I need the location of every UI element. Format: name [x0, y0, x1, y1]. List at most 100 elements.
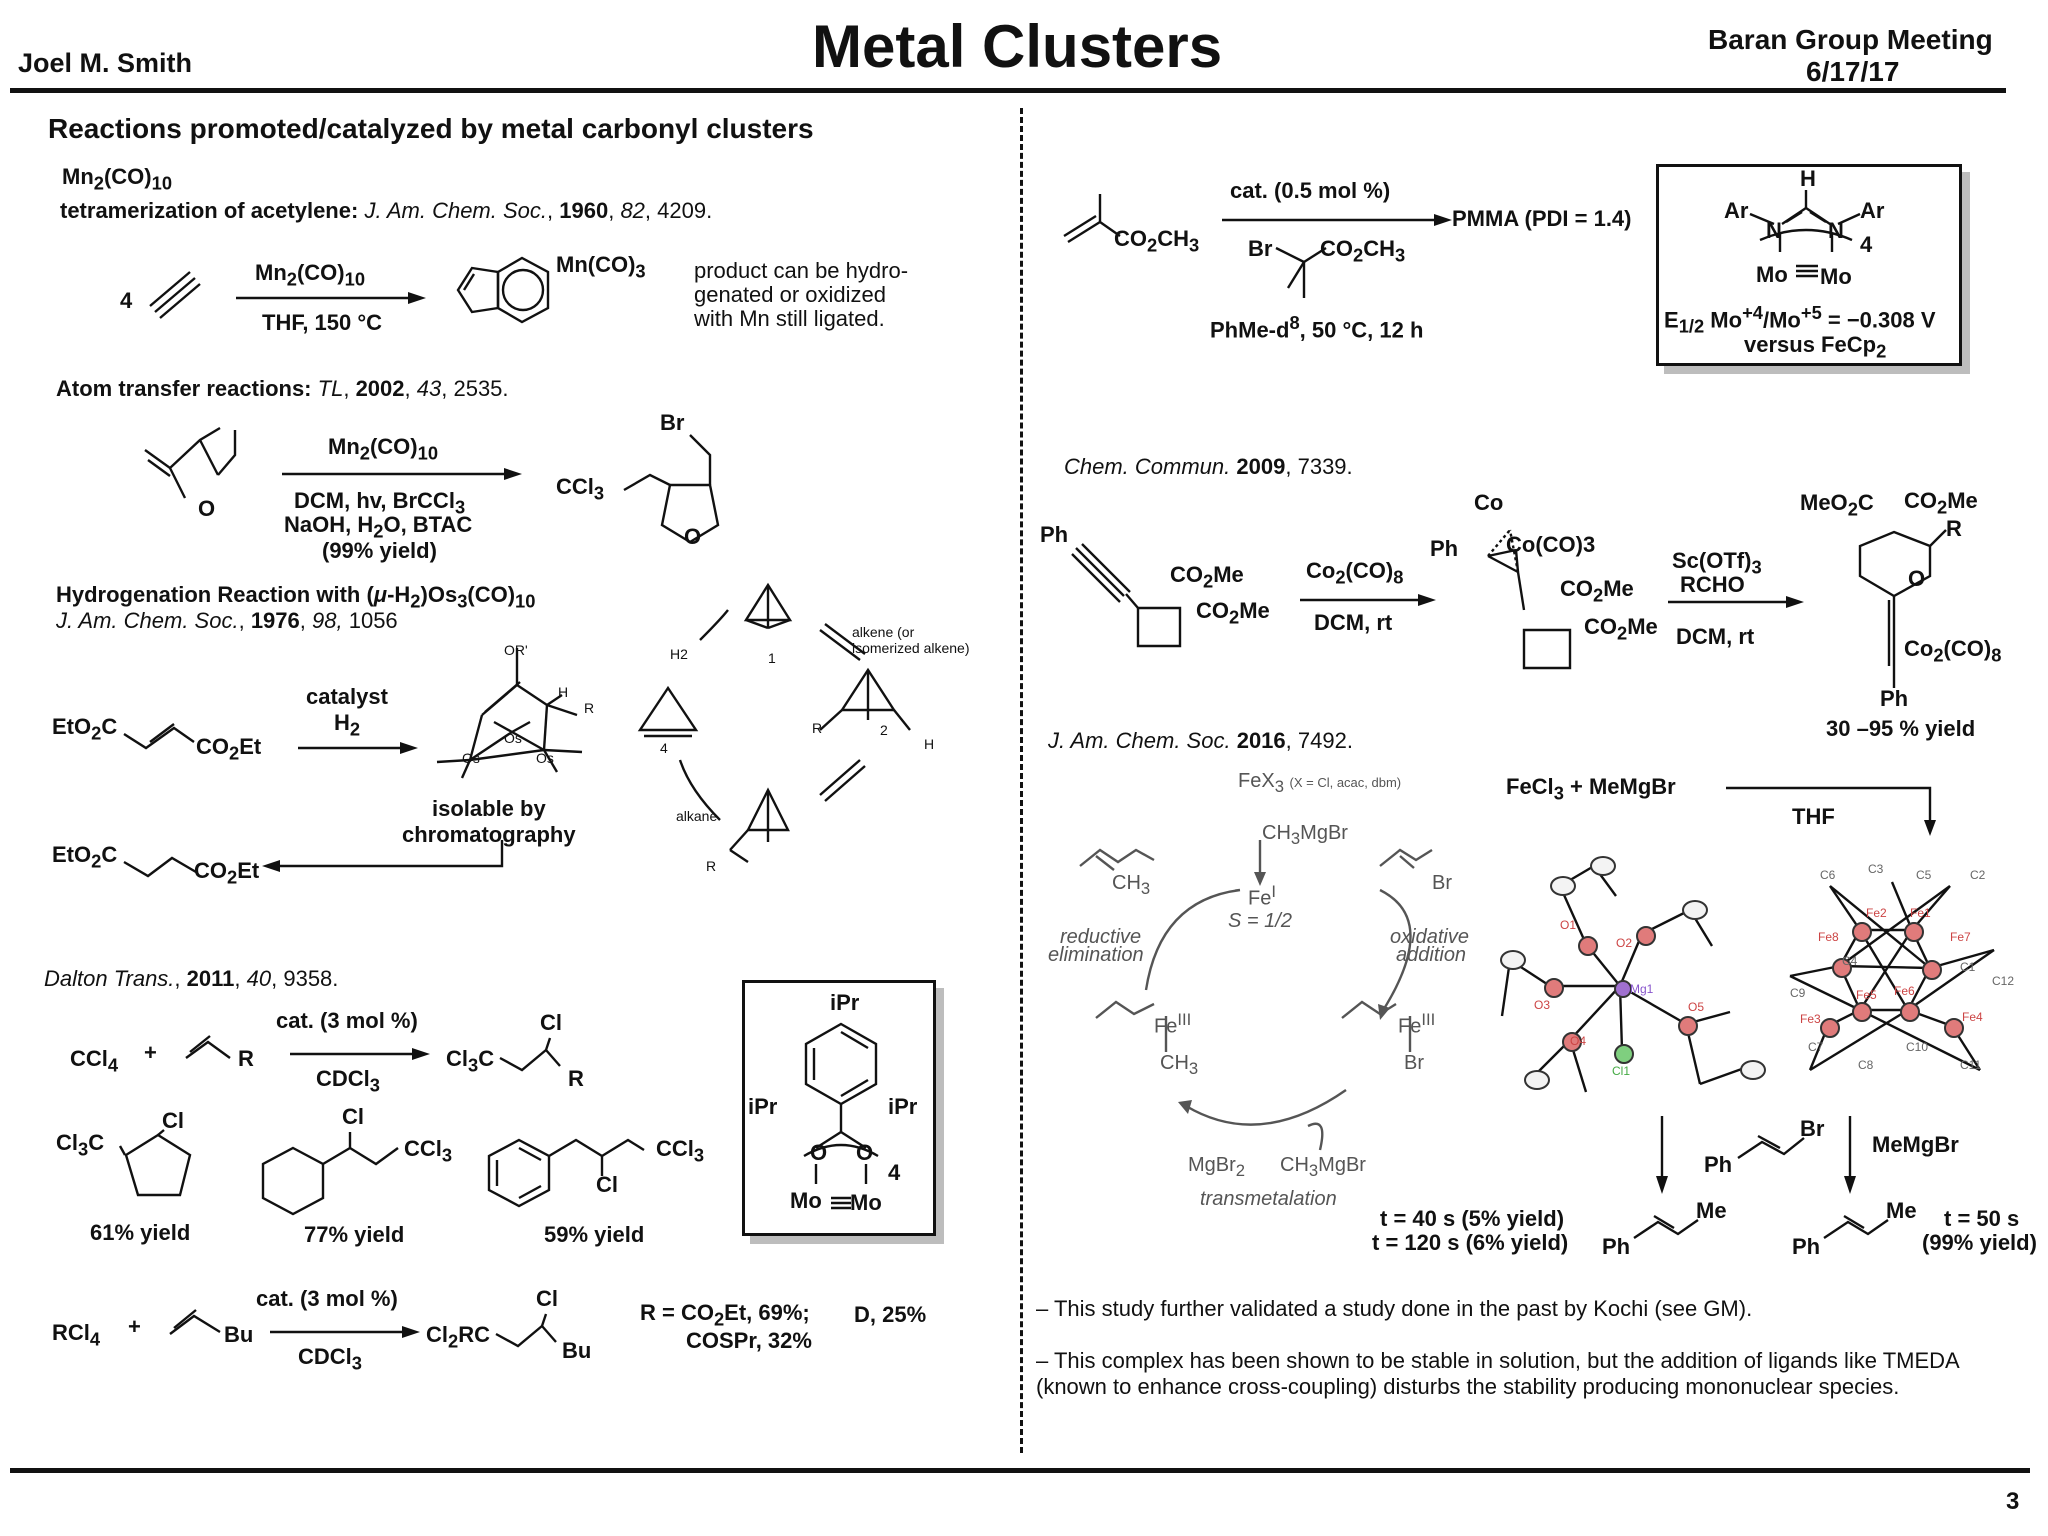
succinate-left: EtO2C — [52, 842, 118, 872]
time-2: t = 120 s (6% yield) — [1372, 1230, 1569, 1255]
xtal-orb-6 — [1740, 1060, 1766, 1080]
cycle-r: R — [812, 720, 823, 736]
int-co2me-1: CO2Me — [1560, 576, 1634, 606]
isolable-label-1: isolable by — [432, 796, 546, 821]
prod2-me: Me — [1886, 1198, 1917, 1223]
cyclopentane-structure — [118, 1129, 192, 1197]
mma-co2ch3: CO2CH3 — [1114, 226, 1200, 256]
footer-rule — [10, 1468, 2030, 1473]
box-mo-2: Mo — [850, 1190, 882, 1215]
xtal-r-c7: C7 — [1808, 1040, 1824, 1054]
ex1-ccl3: Cl3C — [56, 1130, 105, 1160]
tetramer-arrow — [236, 292, 426, 304]
rcl4-label: RCl4 — [52, 1320, 101, 1350]
tetramer-note-2: genated or oxidized — [694, 282, 887, 307]
initiator-br: Br — [1248, 236, 1273, 261]
jacs2016-reference: J. Am. Chem. Soc. 2016, 7492. — [1048, 728, 1353, 753]
cc-reagent2-bottom: DCM, rt — [1676, 624, 1755, 649]
prod-meo2c: MeO2C — [1800, 490, 1874, 520]
plus-2: + — [128, 1314, 141, 1339]
cycle-4: 4 — [660, 740, 668, 756]
bromostyrene-structure — [1737, 1134, 1805, 1159]
cc-reagent-bottom: DCM, rt — [1314, 610, 1393, 635]
xtal-o2 — [1636, 926, 1656, 946]
alkene-r: R — [238, 1046, 254, 1071]
xtal-label-o5: O5 — [1688, 1000, 1705, 1014]
xtal-label-o1: O1 — [1560, 918, 1577, 932]
xtal-r-c1: C1 — [1960, 960, 1976, 974]
box-ipr-top: iPr — [830, 990, 860, 1015]
down-arrow-right — [1844, 1116, 1856, 1194]
cc-yield: 30 –95 % yield — [1826, 716, 1976, 741]
xtal-r-c4: C4 — [1842, 954, 1858, 968]
atom-transfer-cond-2: NaOH, H2O, BTAC — [284, 512, 473, 542]
cc-reagent2-mid: RCHO — [1680, 572, 1745, 597]
pmma-conditions: PhMe-d8, 50 °C, 12 h — [1210, 312, 1424, 343]
prod-ph: Ph — [1880, 686, 1909, 711]
box-mo-2: Mo — [1820, 264, 1852, 289]
fe3-left-ch3: CH3 — [1160, 1052, 1199, 1078]
bullet-1: – This study further validated a study d… — [1036, 1296, 1753, 1321]
dalton-cat-top: cat. (3 mol %) — [276, 1008, 418, 1033]
atom-transfer-arrow — [282, 468, 522, 480]
xtal-r-c12: C12 — [1992, 974, 2015, 988]
fe-atom-5 — [1852, 1002, 1872, 1022]
diallyl-o: O — [198, 496, 216, 521]
cycle-alkene-2: isomerized alkene) — [852, 640, 970, 656]
spin-label: S = 1/2 — [1228, 910, 1292, 932]
xtal-o3 — [1544, 978, 1564, 998]
ex1-cl: Cl — [162, 1108, 184, 1133]
os-or-label: OR' — [504, 642, 528, 658]
prod2-ph: Ph — [1792, 1234, 1821, 1259]
int-co2me-2: CO2Me — [1584, 614, 1658, 644]
xtal-orb-1 — [1550, 876, 1576, 896]
rcl4-prod-cl: Cl — [536, 1286, 558, 1311]
ex3-yield: 59% yield — [544, 1222, 645, 1247]
fex3-label: FeX3 (X = Cl, acac, dbm) — [1238, 770, 1402, 796]
xtal-r-fe7: Fe7 — [1950, 930, 1971, 944]
box-ipr-left: iPr — [748, 1094, 778, 1119]
cycle-1: 1 — [768, 650, 776, 666]
fe-atom-4 — [1922, 960, 1942, 980]
hydrogenation-reference: J. Am. Chem. Soc., 1976, 98, 1056 — [56, 608, 398, 633]
acetylene-coefficient: 4 — [120, 288, 133, 313]
box-ar-2: Ar — [1860, 198, 1885, 223]
int-ph: Ph — [1430, 536, 1459, 561]
r-values-1: R = CO2Et, 69%; — [640, 1300, 810, 1330]
iron-catalytic-cycle — [1079, 840, 1433, 1151]
xtal-cl — [1614, 1044, 1634, 1064]
hexene-bu: Bu — [224, 1322, 254, 1347]
box-o1: O — [810, 1140, 828, 1165]
benzyl-structure — [487, 1138, 645, 1208]
thf-label: THF — [1792, 804, 1835, 829]
xtal-r-fe4: Fe4 — [1962, 1010, 1983, 1024]
dalton-prod-structure — [499, 1037, 561, 1072]
box-h: H — [1800, 166, 1816, 191]
dalton-arrow — [290, 1048, 430, 1060]
prod-co2co8: Co2(CO)8 — [1904, 636, 2002, 666]
thf-arrow — [1726, 786, 1936, 836]
cyclohexyl-structure — [261, 1132, 399, 1216]
xtal-r-fe6: Fe6 — [1894, 984, 1915, 998]
xtal-r-fe2: Fe2 — [1866, 906, 1887, 920]
alkyne-cyclobutane-structure — [1071, 543, 1182, 648]
mnco3-label: Mn(CO)3 — [556, 252, 646, 282]
box-potential: E1/2 Mo+4/Mo+5 = −0.308 V — [1664, 302, 1936, 337]
dalton-prod-cl: Cl — [540, 1010, 562, 1035]
formamidinate-structure — [1749, 190, 1861, 278]
rcl4-arrow — [270, 1326, 420, 1338]
tetramer-reagent: Mn2(CO)10 — [255, 260, 366, 290]
fe-atom-1 — [1852, 922, 1872, 942]
meeting-date: 6/17/17 — [1806, 56, 1900, 87]
box-4: 4 — [1860, 232, 1873, 257]
indene-mn-structure — [456, 256, 550, 324]
isolable-label-2: chromatography — [402, 822, 576, 847]
prod1-structure — [1633, 1214, 1699, 1239]
prod1-ph: Ph — [1602, 1234, 1631, 1259]
fe-atom-6 — [1900, 1002, 1920, 1022]
rcl4-cat-bottom: CDCl3 — [298, 1344, 362, 1374]
transmet-label: transmetalation — [1200, 1188, 1337, 1210]
page-number: 3 — [2006, 1488, 2020, 1515]
xtal-r-fe8: Fe8 — [1818, 930, 1839, 944]
cc-reagent2-top: Sc(OTf)3 — [1672, 548, 1762, 578]
